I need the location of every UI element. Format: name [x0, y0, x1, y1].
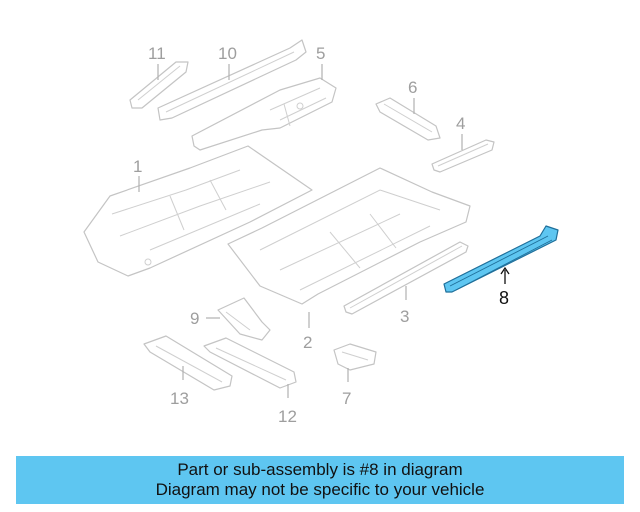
banner-line-2: Diagram may not be specific to your vehi…	[155, 480, 485, 499]
callout-3: 3	[400, 307, 409, 326]
part-8-highlighted	[443, 225, 559, 293]
part-13	[143, 335, 233, 391]
info-banner: Part or sub-assembly is #8 in diagram Di…	[16, 456, 624, 504]
callout-12: 12	[278, 407, 297, 426]
part-2	[227, 167, 471, 305]
part-4	[431, 139, 495, 173]
part-3	[343, 241, 469, 315]
part-11	[129, 61, 189, 109]
callout-arrow-8	[500, 266, 510, 275]
callout-5: 5	[316, 44, 325, 63]
callout-13: 13	[170, 389, 189, 408]
part-1	[83, 145, 313, 277]
part-9	[217, 297, 271, 341]
banner-line-1: Part or sub-assembly is #8 in diagram	[177, 460, 463, 479]
part-12	[203, 337, 297, 389]
callout-11: 11	[148, 44, 166, 63]
callout-6: 6	[408, 78, 417, 97]
callout-4: 4	[456, 114, 465, 133]
part-7	[333, 343, 377, 371]
callout-10: 10	[218, 44, 237, 63]
callout-7: 7	[342, 389, 351, 408]
part-10	[157, 39, 307, 121]
callout-1: 1	[133, 157, 142, 176]
parts-diagram: 11 10 5 6 4 1 2	[83, 39, 559, 426]
callout-8: 8	[499, 288, 509, 308]
callout-9: 9	[190, 309, 199, 328]
part-5	[191, 77, 337, 151]
part-6	[375, 97, 441, 141]
callout-2: 2	[303, 333, 312, 352]
